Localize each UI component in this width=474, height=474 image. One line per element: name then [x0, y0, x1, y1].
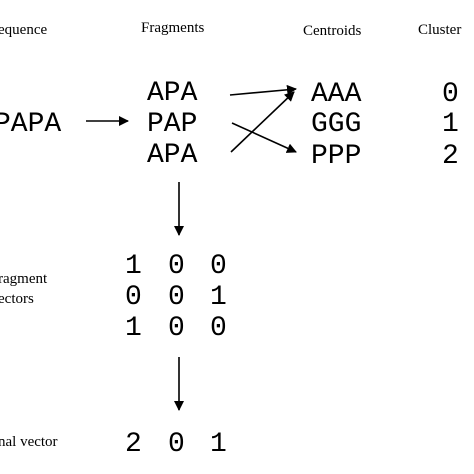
arrow-fragment1-to-aaa: [229, 84, 297, 96]
vector-cell: 0: [168, 251, 185, 282]
fragment-3: APA: [147, 140, 198, 171]
vector-cell: 0: [210, 251, 227, 282]
centroid-ggg: GGG: [311, 109, 361, 140]
vector-cell: 0: [168, 313, 185, 344]
fragment-vectors-label-line2: ectors: [0, 291, 34, 307]
fragment-1: APA: [147, 78, 198, 109]
vector-cell: 1: [210, 282, 227, 313]
vector-cell: 0: [210, 313, 227, 344]
cluster-id-0: 0: [442, 79, 459, 110]
fragment-vectors-label-line1: ragment: [0, 271, 48, 287]
final-vector-cell: 1: [210, 429, 227, 460]
vector-cell: 0: [168, 282, 185, 313]
header-centroids: Centroids: [303, 23, 361, 39]
centroid-aaa: AAA: [311, 79, 362, 110]
vector-cell: 1: [125, 251, 142, 282]
fragment-2: PAP: [147, 109, 197, 140]
vector-cell: 0: [125, 282, 142, 313]
header-clusters: Cluster: [418, 22, 461, 38]
fragment-vector-matrix: 1 0 0 0 0 1 1 0 0: [125, 251, 227, 344]
final-vector-cell: 2: [125, 429, 142, 460]
arrow-fragment3-to-aaa: [230, 91, 295, 153]
vector-cell: 1: [125, 313, 142, 344]
header-fragments: Fragments: [141, 20, 204, 36]
cluster-id-2: 2: [442, 141, 459, 172]
final-vector-cell: 0: [168, 429, 185, 460]
header-sequence: equence: [0, 22, 47, 38]
sequence-text: PAPA: [0, 109, 61, 140]
arrow-fragment2-to-ppp: [231, 122, 297, 153]
cluster-id-1: 1: [442, 109, 459, 140]
final-vector-label: nal vector: [0, 434, 58, 450]
final-vector: 2 0 1: [125, 429, 227, 460]
centroid-ppp: PPP: [311, 141, 361, 172]
